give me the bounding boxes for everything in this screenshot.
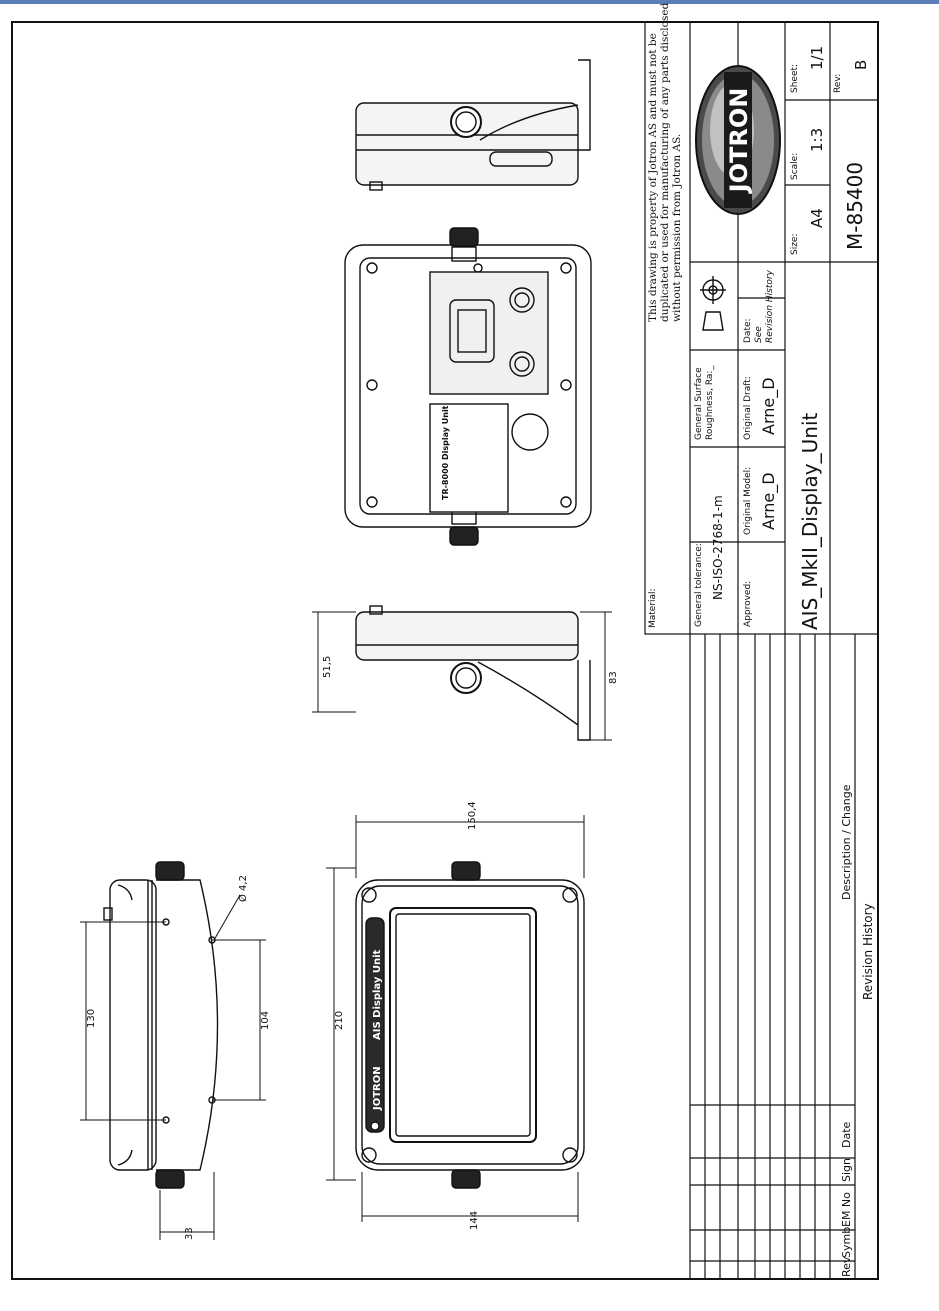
date-col-header: Date — [840, 1121, 853, 1148]
rev-col-header: Rev — [840, 1256, 853, 1277]
logo-text: JOTRON — [725, 88, 753, 195]
dim-51-5-label: 51,5 — [322, 656, 333, 678]
scale-value: 1:3 — [808, 128, 826, 152]
top-accent-bar — [0, 0, 939, 4]
date-label: Date: — [743, 318, 753, 343]
approved-label: Approved: — [743, 581, 753, 627]
original-draft-value: Arne_D — [759, 377, 779, 435]
surface-label-2: Roughness, Ra: — [705, 371, 715, 440]
original-draft-label: Original Draft: — [743, 376, 753, 440]
original-model-label: Original Model: — [743, 467, 753, 535]
description-col-header: Description / Change — [840, 784, 853, 900]
dim-side-depth — [159, 1172, 215, 1240]
hole-leader-line — [213, 894, 241, 941]
dim-130-label: 130 — [86, 1009, 97, 1028]
dim-83-label: 83 — [608, 671, 619, 684]
title-block — [644, 21, 879, 635]
scale-label: Scale: — [790, 153, 800, 180]
dim-150-4-label: 150,4 — [467, 801, 478, 830]
original-model-value: Arne_D — [759, 472, 779, 530]
copyright-line-2: duplicated or used for manufacturing of … — [659, 0, 671, 322]
general-tolerance-value: NS-ISO-2768-1-m — [711, 495, 725, 600]
dim-104-label: 104 — [260, 1011, 271, 1030]
drawing-title: AIS_MkII_Display_Unit — [798, 412, 822, 630]
sheet-value: 1/1 — [808, 46, 826, 70]
copyright-line-3: without permission from Jotron AS. — [671, 134, 683, 322]
surface-value: _ — [705, 365, 715, 371]
surface-label-1: General Surface — [694, 367, 704, 440]
revision-table — [689, 634, 856, 1279]
copyright-line-1: This drawing is property of Jotron AS an… — [647, 33, 659, 322]
front-view — [355, 861, 585, 1189]
dim-33-label: 33 — [184, 1227, 195, 1240]
jotron-logo: JOTRON — [695, 65, 781, 215]
symb-col-header: Symb — [840, 1227, 853, 1258]
revision-history-footer: Revision History — [861, 903, 875, 1000]
side-view-top — [355, 59, 591, 191]
dim-bracket-depth — [312, 611, 356, 713]
rear-view — [344, 227, 592, 546]
copyright-notice: This drawing is property of Jotron AS an… — [647, 0, 683, 322]
rev-label: Rev: — [833, 74, 843, 93]
dim-side-height — [80, 921, 166, 1121]
dim-bracket-height — [580, 611, 612, 741]
projection-symbol — [700, 276, 726, 331]
general-tolerance-label: General tolerance: — [694, 543, 704, 627]
rev-value: B — [852, 60, 870, 70]
sheet-label: Sheet: — [790, 64, 800, 93]
left-side-view — [103, 861, 219, 1189]
dim-front-width-bottom — [361, 1172, 579, 1222]
front-label-text: AIS Display Unit — [372, 949, 383, 1040]
date-value-2: Revision History — [765, 269, 775, 343]
material-label: Material: — [648, 588, 658, 628]
dim-144-label: 144 — [469, 1211, 480, 1230]
sign-col-header: Sign — [840, 1158, 853, 1182]
front-brand-text: JOTRON — [372, 1066, 383, 1111]
size-value: A4 — [808, 208, 826, 228]
dim-side-hole-spacing — [212, 939, 266, 1101]
rear-label-text: TR-8000 Display Unit — [441, 405, 450, 500]
dim-210-label: 210 — [334, 1011, 345, 1030]
date-value-1: See — [754, 326, 764, 343]
em-no-col-header: EM No — [840, 1192, 853, 1227]
size-label: Size: — [790, 233, 800, 255]
sheet-frame — [11, 21, 879, 1280]
dim-front-height — [326, 867, 356, 1181]
dim-hole-diameter-label: Ø 4,2 — [237, 875, 249, 902]
side-view-middle — [355, 605, 591, 741]
drawing-number: M-85400 — [843, 162, 867, 250]
